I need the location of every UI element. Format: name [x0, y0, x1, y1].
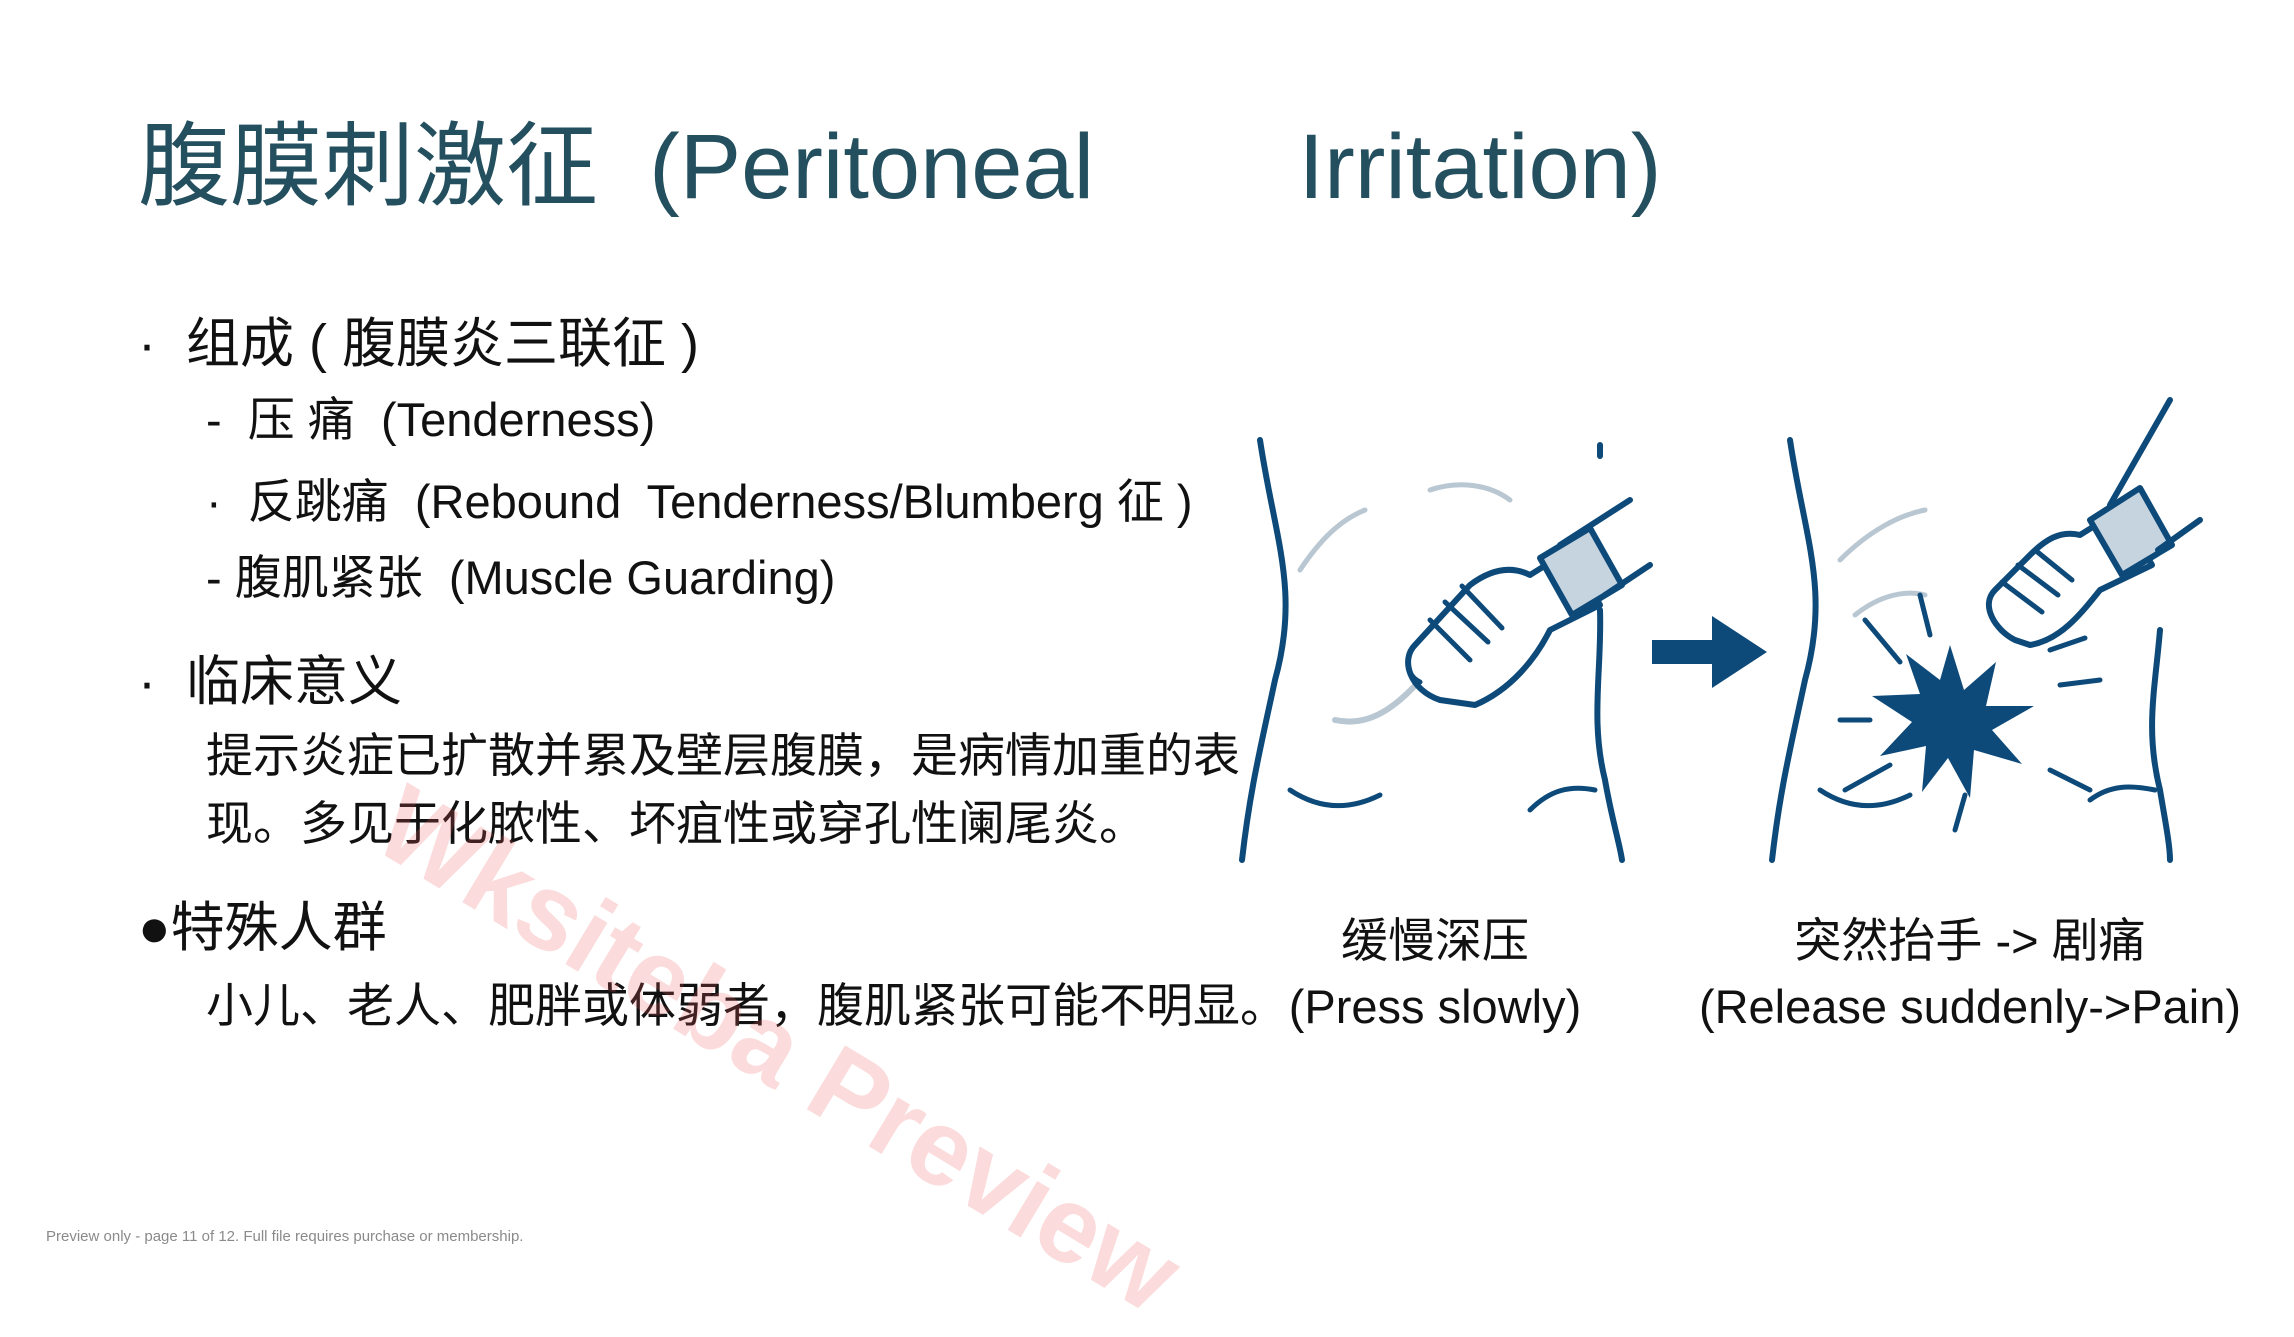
preview-footer: Preview only - page 11 of 12. Full file … — [46, 1228, 524, 1245]
bullet-clinical-significance: · 临床意义 — [138, 652, 402, 712]
caption-right-en: (Release suddenly->Pain) — [1698, 980, 2242, 1033]
special-population-text: 小儿、老人、肥胖或体弱者，腹肌紧张可能不明显。 — [206, 979, 1287, 1032]
paragraph-line-1: 提示炎症已扩散并累及壁层腹膜，是病情加重的表 — [206, 729, 1240, 782]
arrow-right-icon — [1652, 616, 1767, 688]
illustration-release-pain — [1769, 397, 2203, 863]
bullet-composition: · 组成 ( 腹膜炎三联征 ) — [138, 314, 699, 374]
caption-left-en: (Press slowly) — [1288, 980, 1582, 1033]
caption-left-cn: 缓慢深压 — [1341, 914, 1529, 967]
sub-item-guarding: - 腹肌紧张 (Muscle Guarding) — [206, 551, 836, 604]
slide-title: 腹膜刺激征 (Peritoneal Irritation) — [138, 116, 1662, 218]
illustration-press-slowly — [1239, 437, 1653, 863]
sub-item-rebound: · 反跳痛 (Rebound Tenderness/Blumberg 征 ) — [206, 475, 1193, 528]
bullet-special-population: ●特殊人群 — [138, 898, 387, 958]
caption-right-cn: 突然抬手 -> 剧痛 — [1794, 914, 2146, 967]
sub-item-tenderness: - 压 痛 (Tenderness) — [206, 393, 656, 446]
paragraph-line-2: 现。多见于化脓性、坏疽性或穿孔性阑尾炎。 — [206, 797, 1146, 850]
